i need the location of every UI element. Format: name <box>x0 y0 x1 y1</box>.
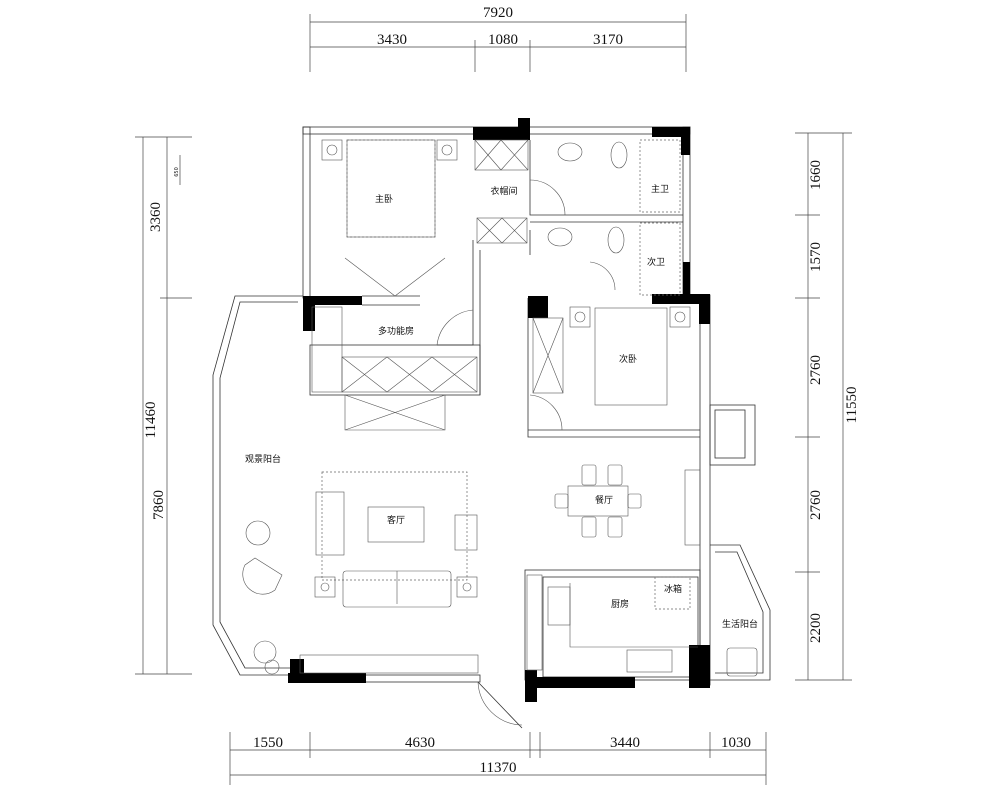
dim-bottom-1: 1550 <box>253 735 283 751</box>
label-walk-in-closet: 衣帽间 <box>490 185 517 197</box>
dim-right-2: 1570 <box>808 242 824 272</box>
master-bed <box>346 139 436 238</box>
room-labels: 主卧 衣帽间 主卫 次卫 多功能房 次卧 观景阳台 客厅 餐厅 厨房 冰箱 生活… <box>245 183 758 630</box>
label-view-balcony: 观景阳台 <box>245 453 281 465</box>
wardrobes <box>299 139 701 674</box>
walls <box>212 126 771 729</box>
dim-right-3: 2760 <box>808 355 824 385</box>
dim-bottom-total: 11370 <box>480 760 517 776</box>
label-master-bedroom: 主卧 <box>375 193 393 205</box>
dim-left-total: 11460 <box>143 402 159 439</box>
dim-bottom-2: 4630 <box>405 735 435 751</box>
label-second-bath: 次卫 <box>647 256 665 268</box>
dim-top-total: 7920 <box>483 5 513 21</box>
label-utility-balcony: 生活阳台 <box>722 618 758 630</box>
dim-left-1: 3360 <box>148 202 164 232</box>
dim-top-2: 1080 <box>488 32 518 48</box>
label-second-bedroom: 次卧 <box>619 353 637 365</box>
label-fridge: 冰箱 <box>664 583 682 595</box>
structural-columns <box>288 118 710 702</box>
label-living-room: 客厅 <box>387 514 405 526</box>
dim-bottom-4: 1030 <box>721 735 751 751</box>
label-multi-function-room: 多功能房 <box>378 325 414 337</box>
label-dining-room: 餐厅 <box>595 494 613 506</box>
sink <box>626 649 673 673</box>
label-kitchen: 厨房 <box>611 598 629 610</box>
dim-top-3: 3170 <box>593 32 623 48</box>
dim-right-total: 11550 <box>844 387 860 424</box>
stove <box>547 586 571 626</box>
label-master-bath: 主卫 <box>651 183 669 195</box>
dim-left-small: 650 <box>174 167 180 177</box>
dim-top-1: 3430 <box>377 32 407 48</box>
second-bed <box>594 307 668 406</box>
furniture <box>242 139 758 677</box>
dim-right-5: 2200 <box>808 613 824 643</box>
dim-right-4: 2760 <box>808 490 824 520</box>
dim-right-1: 1660 <box>808 160 824 190</box>
dimension-lines <box>135 14 852 785</box>
dim-bottom-3: 3440 <box>610 735 640 751</box>
dim-left-2: 7860 <box>151 490 167 520</box>
